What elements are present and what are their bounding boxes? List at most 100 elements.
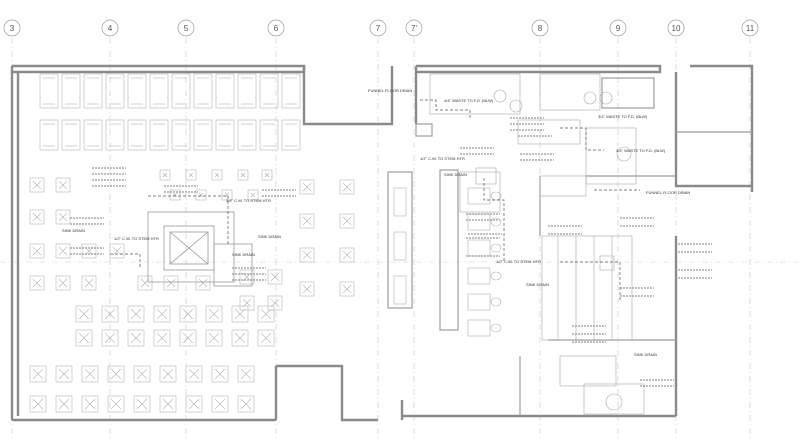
table xyxy=(137,275,153,291)
booth xyxy=(39,119,59,151)
table xyxy=(339,179,355,195)
table-mark xyxy=(214,172,220,178)
table-mark xyxy=(188,398,200,410)
table-mark xyxy=(270,272,280,282)
table-mark xyxy=(130,308,142,320)
table xyxy=(185,169,197,181)
table-mark xyxy=(264,172,270,178)
table xyxy=(163,275,179,291)
table xyxy=(239,269,255,285)
booth xyxy=(39,73,59,109)
table xyxy=(159,365,177,383)
urinal xyxy=(393,275,407,305)
toilet xyxy=(490,271,502,281)
table xyxy=(267,295,283,311)
grid-label: 5 xyxy=(184,24,189,33)
plumbing-lines xyxy=(110,99,640,300)
toilet-stall xyxy=(467,213,491,231)
toilet xyxy=(490,191,502,201)
table-mark xyxy=(240,172,246,178)
annotation-note: SINK DRAIN xyxy=(62,228,85,233)
table xyxy=(29,209,45,225)
table-mark xyxy=(58,278,68,288)
table-mark xyxy=(136,368,148,380)
grid-bubble xyxy=(741,19,759,37)
bar-counter xyxy=(147,211,253,287)
annotation-note: 4/4" WASTE TO F.D. (BLW) xyxy=(444,98,494,103)
grid-bubble xyxy=(405,19,423,37)
table-mark xyxy=(214,398,226,410)
booth xyxy=(83,73,103,109)
table xyxy=(237,365,255,383)
grid-label: 3 xyxy=(10,24,15,33)
grid-label: 11 xyxy=(746,24,755,33)
table-mark xyxy=(136,398,148,410)
table xyxy=(261,169,273,181)
table xyxy=(153,329,171,347)
grid-label: 7 xyxy=(376,24,381,33)
table xyxy=(239,295,255,311)
table-mark xyxy=(240,398,252,410)
booth xyxy=(171,119,191,151)
booth xyxy=(61,119,81,151)
table xyxy=(339,247,355,263)
table xyxy=(237,169,249,181)
toilet-stall xyxy=(467,267,491,285)
annotation-note: 3/4" WASTE TO F.D. (BLW) xyxy=(616,148,666,153)
annotation-note: SINK DRAIN xyxy=(634,352,657,357)
toilet xyxy=(490,297,502,307)
table xyxy=(159,395,177,413)
table-mark xyxy=(58,180,68,190)
restroom-fixtures xyxy=(393,187,502,337)
grid-label: 4 xyxy=(108,24,113,33)
grid-bubble xyxy=(609,19,627,37)
table xyxy=(55,365,73,383)
table-mark xyxy=(104,308,116,320)
table xyxy=(179,329,197,347)
table-mark xyxy=(58,398,70,410)
table-mark xyxy=(342,216,352,226)
booth xyxy=(259,119,279,151)
booth xyxy=(83,119,103,151)
table-mark xyxy=(32,246,42,256)
table xyxy=(81,365,99,383)
table xyxy=(107,395,125,413)
table-mark xyxy=(234,332,246,344)
urinal xyxy=(393,231,407,261)
table-mark xyxy=(32,180,42,190)
booth xyxy=(127,119,147,151)
table xyxy=(339,213,355,229)
table-mark xyxy=(32,212,42,222)
table-mark xyxy=(84,398,96,410)
table xyxy=(133,395,151,413)
interior-walls xyxy=(387,77,752,416)
table-mark xyxy=(234,308,246,320)
toilet-stall xyxy=(467,293,491,311)
table-mark xyxy=(104,332,116,344)
table-mark xyxy=(156,308,168,320)
booth xyxy=(193,119,213,151)
table-mark xyxy=(302,216,312,226)
toilet xyxy=(490,323,502,333)
table-mark xyxy=(208,332,220,344)
annotation-note: 1/2" C.W. TO STEM HTR xyxy=(114,236,159,241)
table-mark xyxy=(156,332,168,344)
table xyxy=(159,169,171,181)
table xyxy=(29,177,45,193)
annotation-note: 3/4" WASTE TO F.D. (BLW) xyxy=(598,114,648,119)
table xyxy=(205,305,223,323)
table-mark xyxy=(58,246,68,256)
table xyxy=(257,329,275,347)
table xyxy=(247,189,259,201)
table-mark xyxy=(260,308,272,320)
table xyxy=(185,365,203,383)
table-mark xyxy=(110,368,122,380)
booth-row-mid xyxy=(39,119,301,151)
table-mark xyxy=(188,172,194,178)
table-mark xyxy=(188,368,200,380)
table-mark xyxy=(342,182,352,192)
table xyxy=(81,275,97,291)
table-mark xyxy=(110,398,122,410)
